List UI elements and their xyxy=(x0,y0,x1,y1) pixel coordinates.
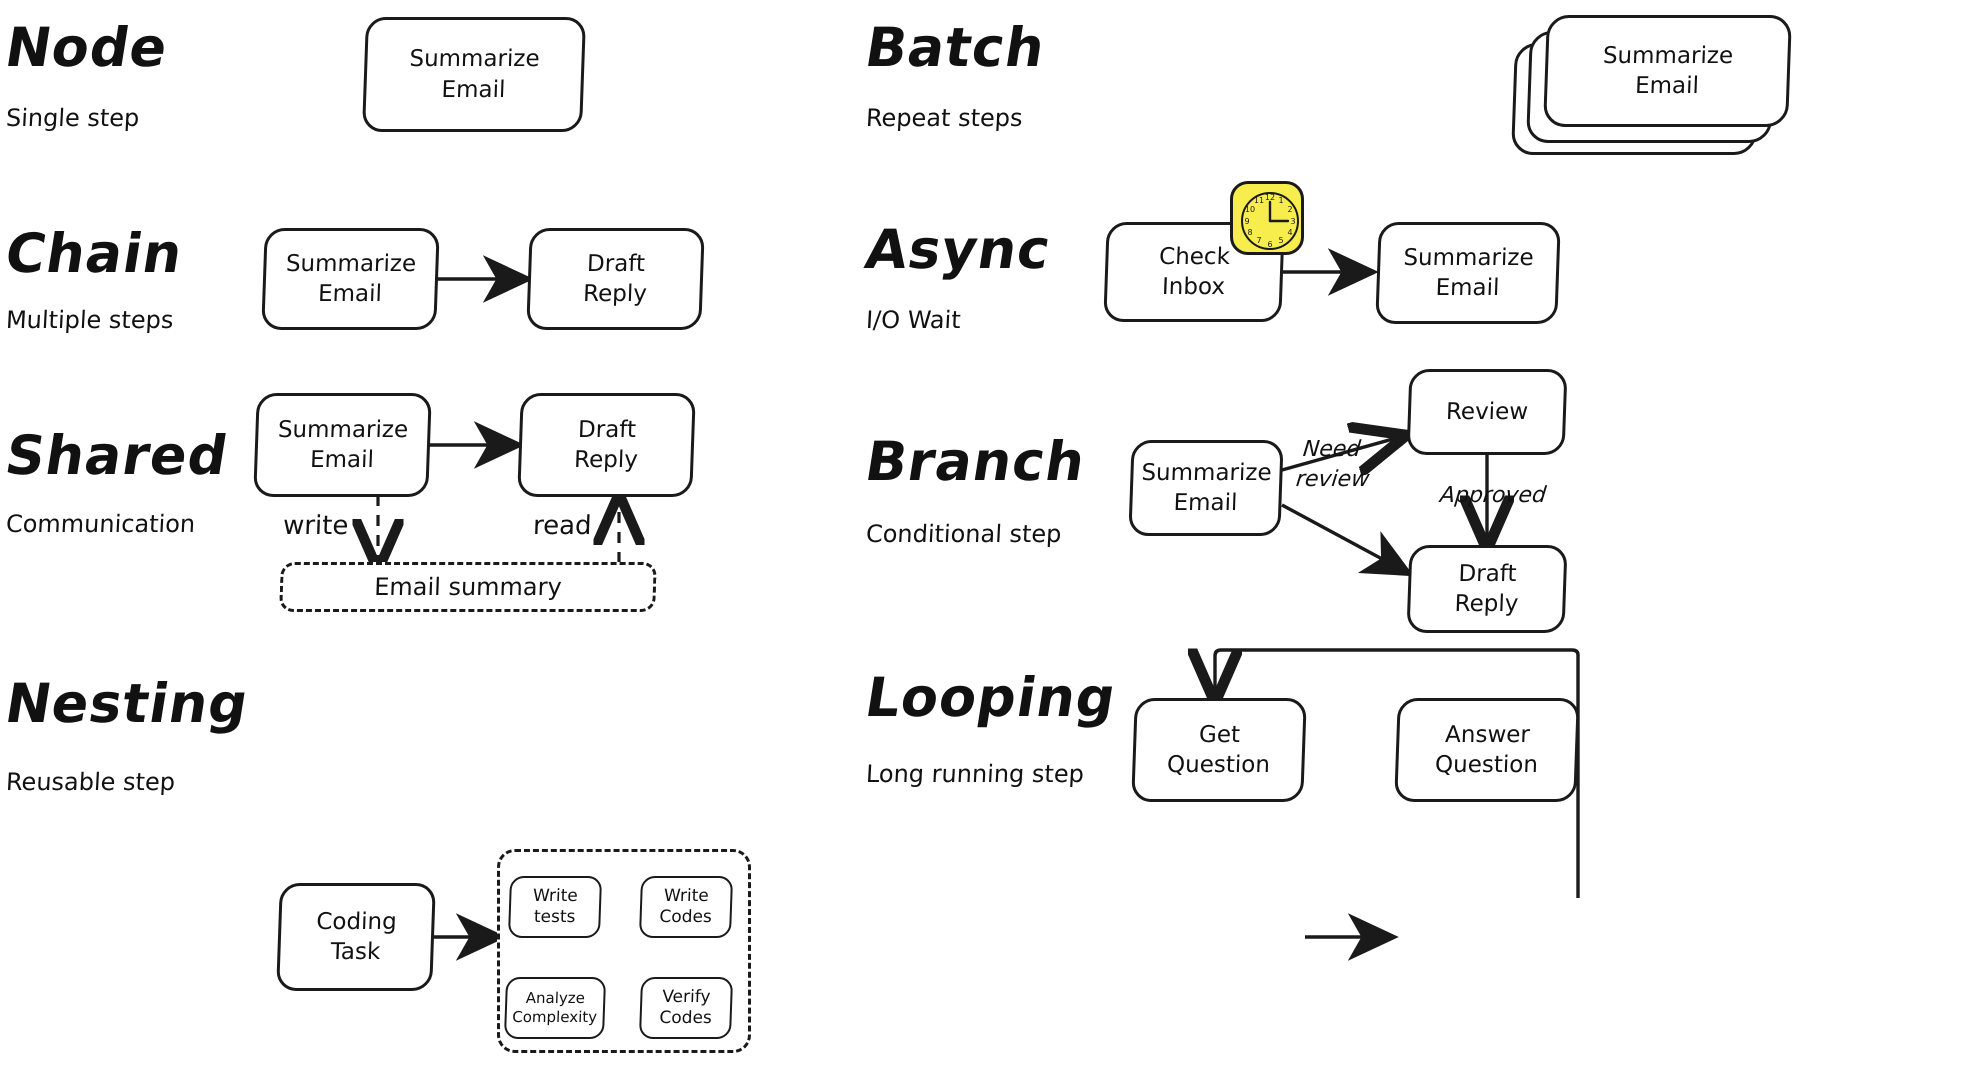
section-subtitle-batch: Repeat steps xyxy=(865,104,1024,132)
node-label: Review xyxy=(1445,398,1529,425)
section-subtitle-node: Single step xyxy=(5,104,141,132)
section-subtitle-looping: Long running step xyxy=(865,760,1085,788)
svg-text:4: 4 xyxy=(1287,228,1292,237)
node-label: Draft Reply xyxy=(573,416,639,473)
section-title-nesting: Nesting xyxy=(1,672,254,735)
nesting-node-coding-task[interactable]: Coding Task xyxy=(276,883,436,991)
node-label: Summarize Email xyxy=(285,250,417,307)
section-subtitle-shared: Communication xyxy=(5,510,196,538)
node-summarize-email[interactable]: Summarize Email xyxy=(361,17,587,132)
section-subtitle-async: I/O Wait xyxy=(865,306,962,334)
section-title-chain: Chain xyxy=(1,222,188,285)
nesting-node-analyze-complexity[interactable]: Analyze Complexity xyxy=(503,977,607,1039)
chain-node-draft-reply[interactable]: Draft Reply xyxy=(526,228,705,330)
node-label: Summarize Email xyxy=(1141,459,1273,516)
node-label: Write tests xyxy=(532,885,579,927)
section-subtitle-nesting: Reusable step xyxy=(5,768,176,796)
shared-node-summarize-email[interactable]: Summarize Email xyxy=(253,393,432,497)
svg-text:3: 3 xyxy=(1290,217,1295,226)
node-label: Coding Task xyxy=(315,908,398,965)
section-title-branch: Branch xyxy=(861,430,1091,493)
chain-node-summarize-email[interactable]: Summarize Email xyxy=(261,228,440,330)
svg-text:11: 11 xyxy=(1254,196,1264,205)
node-label: Summarize Email xyxy=(409,46,541,103)
section-subtitle-branch: Conditional step xyxy=(865,520,1063,548)
branch-node-review[interactable]: Review xyxy=(1406,369,1568,455)
svg-text:5: 5 xyxy=(1278,236,1283,245)
section-title-async: Async xyxy=(861,218,1056,281)
batch-card-front-summarize-email[interactable]: Summarize Email xyxy=(1543,15,1792,127)
edge-label-write: write xyxy=(282,511,349,541)
svg-text:12: 12 xyxy=(1265,193,1275,202)
svg-text:10: 10 xyxy=(1245,205,1255,214)
edge-label-read: read xyxy=(532,511,593,541)
edge-label-approved: Approved xyxy=(1438,483,1548,508)
looping-node-get-question[interactable]: Get Question xyxy=(1131,698,1307,802)
svg-text:6: 6 xyxy=(1267,240,1272,249)
node-label: Summarize Email xyxy=(1602,42,1734,99)
looping-node-answer-question[interactable]: Answer Question xyxy=(1394,698,1580,802)
async-node-summarize-email[interactable]: Summarize Email xyxy=(1375,222,1561,324)
svg-text:2: 2 xyxy=(1287,205,1292,214)
svg-text:1: 1 xyxy=(1278,196,1283,205)
node-label: Answer Question xyxy=(1434,721,1539,778)
nesting-node-verify-codes[interactable]: Verify Codes xyxy=(638,977,734,1039)
node-label: Check Inbox xyxy=(1158,243,1231,300)
section-title-shared: Shared xyxy=(1,424,233,487)
edge-label-review: review xyxy=(1294,467,1371,492)
node-label: Verify Codes xyxy=(659,986,713,1028)
section-title-batch: Batch xyxy=(861,16,1050,79)
node-label: Analyze Complexity xyxy=(512,989,598,1026)
nesting-node-write-tests[interactable]: Write tests xyxy=(507,876,603,938)
shared-node-draft-reply[interactable]: Draft Reply xyxy=(517,393,696,497)
node-label: Summarize Email xyxy=(277,416,409,473)
section-title-node: Node xyxy=(1,16,173,79)
node-label: Summarize Email xyxy=(1403,244,1535,301)
node-label: Get Question xyxy=(1166,721,1271,778)
node-label: Write Codes xyxy=(659,885,713,927)
svg-text:8: 8 xyxy=(1247,228,1252,237)
shared-store-email-summary[interactable]: Email summary xyxy=(279,562,657,612)
edge-label-need: Need xyxy=(1301,437,1362,462)
svg-text:9: 9 xyxy=(1244,217,1249,226)
svg-text:7: 7 xyxy=(1256,236,1261,245)
node-label: Draft Reply xyxy=(1454,560,1519,617)
node-label: Draft Reply xyxy=(582,250,648,307)
store-label: Email summary xyxy=(373,573,563,601)
nesting-node-write-codes[interactable]: Write Codes xyxy=(638,876,734,938)
branch-node-summarize-email[interactable]: Summarize Email xyxy=(1128,440,1284,536)
section-subtitle-chain: Multiple steps xyxy=(5,306,175,334)
branch-node-draft-reply[interactable]: Draft Reply xyxy=(1406,545,1568,633)
section-title-looping: Looping xyxy=(861,666,1121,729)
